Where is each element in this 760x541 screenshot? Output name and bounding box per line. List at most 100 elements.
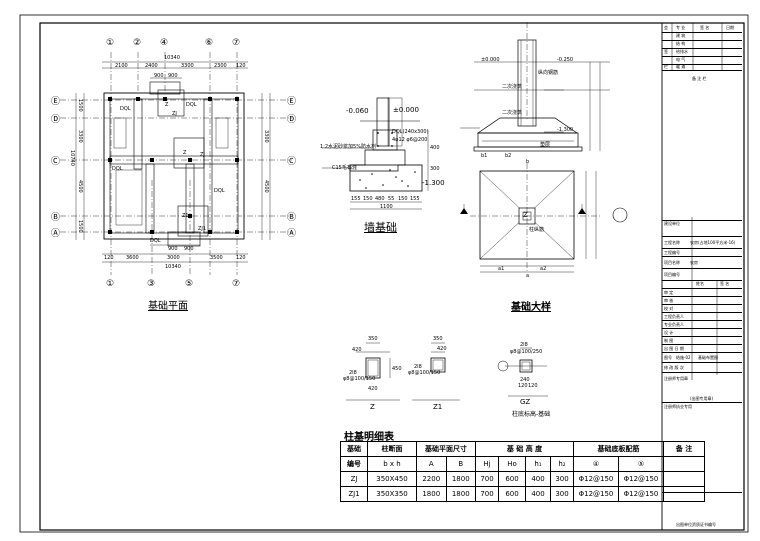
sign-cell: 签 xyxy=(664,49,668,54)
cell: ZJ1 xyxy=(340,486,368,502)
axis-4-top: ④ xyxy=(160,38,169,48)
dim-top-2: 2400 xyxy=(145,63,158,69)
axis-C-right: Ⓒ xyxy=(287,157,297,167)
title-block: 会 专 业 签 名 日期 建 筑 结 构 签 给排水 电 气 栏 暖 通 备 注… xyxy=(662,24,742,529)
detail-center-label: Z xyxy=(523,211,528,219)
detail-elev-3: -1.300 xyxy=(557,127,574,133)
dim-left-4: 1500 xyxy=(77,220,83,233)
axis-A-left: Ⓐ xyxy=(51,229,61,239)
wall-dim-side-2: 300 xyxy=(430,166,440,172)
cell: 700 xyxy=(475,471,499,487)
drawing-no: 结施-02 xyxy=(676,355,691,360)
col-z-dim-h: 450 xyxy=(392,366,402,372)
detail-note-rebar: 纵向钢筋 xyxy=(538,70,559,76)
axis-B-right: Ⓑ xyxy=(287,213,297,223)
wall-elev-1: -0.060 xyxy=(346,107,369,115)
note-text: (出图专用章) xyxy=(690,396,714,401)
cell: 350X350 xyxy=(367,486,417,502)
th2-A: A xyxy=(416,456,447,472)
dim-left-3: 4500 xyxy=(77,180,83,193)
col-z1-label: Z1 xyxy=(433,403,443,411)
detail-elev-2: -0.250 xyxy=(557,57,574,63)
cell: 600 xyxy=(498,471,526,487)
label-z1: Z1 xyxy=(182,213,189,219)
detail-note-column-rebar: 柱纵筋 xyxy=(529,227,545,233)
version-row: 修 改 版 次 xyxy=(662,362,742,373)
wall-dim-3: 480 xyxy=(375,196,385,202)
wall-dim-side-1: 400 xyxy=(430,145,440,151)
project-row: 工程名称 农房(占地100平方米-16) xyxy=(662,236,742,249)
company-row: 建设单位 xyxy=(662,220,742,237)
table-row: ZJ1 350X350 1800 1800 700 600 400 300 Φ1… xyxy=(340,486,705,502)
sign-row: 签 给排水 xyxy=(662,48,742,57)
dim-right-1: 3300 xyxy=(263,130,269,143)
dim-left-1: 1500 xyxy=(77,99,83,112)
detail-dim-b: b xyxy=(526,159,530,165)
col-z-label: Z xyxy=(370,403,375,411)
th2-h1: h₁ xyxy=(525,456,551,472)
col-gz-dim3: 120 xyxy=(528,383,538,389)
person-role: 工程负责人 xyxy=(664,314,684,319)
cell: 1800 xyxy=(445,471,476,487)
person-row: 出 图 日 期 xyxy=(662,344,742,353)
cell: Φ12@150 xyxy=(573,471,619,487)
person-row: 审 核 xyxy=(662,296,742,305)
company-label: 建设单位 xyxy=(664,221,680,226)
label-dql-4: DQL xyxy=(214,188,225,194)
dim-total-top: 10340 xyxy=(164,55,180,61)
note-text: 注册师专用章 xyxy=(664,376,688,381)
detail-dim-a1: a1 xyxy=(498,266,505,272)
cell: Φ12@150 xyxy=(618,486,664,502)
stamp-label: 备 注 栏 xyxy=(692,76,707,81)
axis-E-left: Ⓔ xyxy=(51,97,61,107)
wall-dim-1: 155 xyxy=(351,196,361,202)
axis-6-top: ⑥ xyxy=(205,38,214,48)
axis-E-right: Ⓔ xyxy=(287,97,297,107)
cell: 400 xyxy=(525,471,551,487)
th-section: 柱断面 xyxy=(367,441,417,457)
note-text: 出图单位资质证书编号 xyxy=(676,522,716,527)
axis-1-bottom: ① xyxy=(106,279,115,289)
th-plan-size: 基础平面尺寸 xyxy=(416,441,476,457)
label-dql-3: DQL xyxy=(112,166,123,172)
version-label: 修 改 版 次 xyxy=(664,365,684,370)
col-gz-subtitle: 柱底标高-基础 xyxy=(512,411,551,418)
sign-row: 结 构 xyxy=(662,40,742,49)
sign-row: 栏 暖 通 xyxy=(662,64,742,71)
wall-elev-2: ±0.000 xyxy=(393,106,419,114)
label-z-1: Z xyxy=(165,102,169,108)
col-gz-tie: φ8@100/250 xyxy=(510,349,543,355)
dim-right-2: 4500 xyxy=(263,180,269,193)
detail-elev-1: ±0.000 xyxy=(481,57,500,63)
plan-caption: 基础平面 xyxy=(148,301,188,312)
cell: 1800 xyxy=(445,486,476,502)
th2-bxh: b x h xyxy=(367,456,417,472)
project-key: 项目编号 xyxy=(664,272,680,277)
dim-top-1: 2100 xyxy=(115,63,128,69)
stamp-area: 备 注 栏 xyxy=(662,70,742,221)
drawing-name: 基础布置图 xyxy=(698,355,718,360)
col-gz-dim: 240 xyxy=(520,377,530,383)
axis-C-left: Ⓒ xyxy=(51,157,61,167)
wall-dim-total: 1100 xyxy=(380,204,393,210)
wall-foundation-section xyxy=(322,97,429,210)
person-role: 校 对 xyxy=(664,306,674,311)
dim-top2-2: 900 xyxy=(168,73,178,79)
dim-total-bottom: 10340 xyxy=(165,264,181,270)
cell: 1800 xyxy=(416,486,447,502)
note-text: 注册师执业专用 xyxy=(664,404,692,409)
cell: ZJ xyxy=(340,471,368,487)
axis-1-top: ① xyxy=(106,38,115,48)
person-role: 专业负责人 xyxy=(664,322,684,327)
th2-Ho: Ho xyxy=(498,456,526,472)
label-z-2: Z xyxy=(183,150,187,156)
inner-border xyxy=(39,22,745,531)
sign-cell: 日期 xyxy=(726,25,734,30)
project-row: 工程编号 xyxy=(662,248,742,257)
wall-dim-6: 155 xyxy=(410,196,420,202)
label-dql-2: DQL xyxy=(186,102,197,108)
th-no: 基础 xyxy=(340,441,368,457)
person-role: 设 计 xyxy=(664,330,674,335)
col-z-dim-w: 350 xyxy=(368,336,378,342)
